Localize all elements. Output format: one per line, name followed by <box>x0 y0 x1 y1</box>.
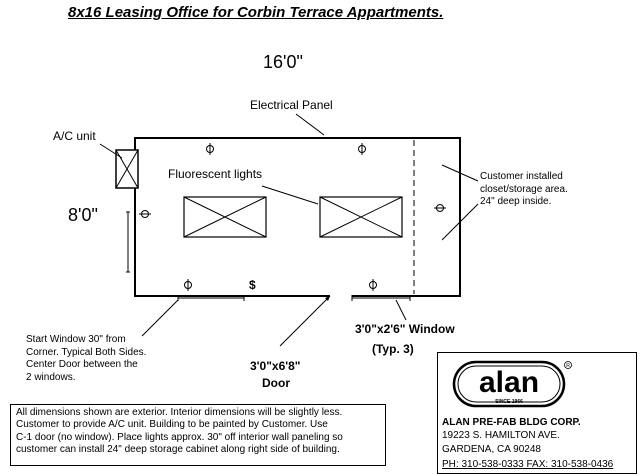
fluorescent-light-right <box>319 196 403 238</box>
general-notes-box: All dimensions shown are exterior. Inter… <box>10 404 386 466</box>
closet-note-line: 24" deep inside. <box>480 196 552 207</box>
company-address-1: 19223 S. HAMILTON AVE. <box>442 430 560 441</box>
door-leader-arrow <box>325 296 330 301</box>
registered-mark-letter: R <box>566 363 570 369</box>
logo-graphic: alan SINCE 1966 R <box>452 360 572 408</box>
page-title: 8x16 Leasing Office for Corbin Terrace A… <box>68 4 444 21</box>
logo-since: SINCE 1966 <box>495 399 523 405</box>
ac-unit-symbol <box>115 149 139 189</box>
registered-mark-icon <box>564 361 572 369</box>
lights-leader-line <box>261 185 319 205</box>
window-size-label: 3'0"x2'6" Window <box>355 322 455 336</box>
electrical-panel-leader <box>295 113 325 136</box>
ac-leader-line <box>99 143 123 159</box>
general-note-line: customer can install 24" deep storage ca… <box>16 444 340 456</box>
outlet-icon <box>206 143 214 155</box>
logo-text: alan <box>479 366 539 399</box>
door-size-label: 3'0"x6'8" <box>250 359 301 373</box>
company-address-2: GARDENA, CA 90248 <box>442 444 541 455</box>
closet-note-line: Customer installed <box>480 171 563 182</box>
fluorescent-light-left <box>183 196 267 238</box>
window-placement-note: Start Window 30" from Corner. Typical Bo… <box>26 334 146 384</box>
general-note-line: Customer to provide A/C unit. Building t… <box>16 419 328 431</box>
window-note-line: Center Door between the <box>26 359 138 370</box>
window-typical-label: (Typ. 3) <box>372 342 414 356</box>
closet-leader-line <box>441 203 479 241</box>
door-leader-line <box>279 295 331 347</box>
company-title-block: alan SINCE 1966 R ALAN PRE-FAB BLDG CORP… <box>437 352 637 474</box>
width-dimension: 16'0" <box>263 52 303 72</box>
window-size-leader <box>395 299 407 321</box>
window-note-line: Start Window 30" from <box>26 334 126 345</box>
door-label: Door <box>262 376 290 390</box>
ac-unit-cross <box>115 149 139 189</box>
company-phone: PH: 310-538-0333 FAX: 310-538-0436 <box>442 459 614 470</box>
outlet-icon <box>358 143 366 155</box>
company-logo: alan SINCE 1966 R <box>442 359 632 411</box>
outlet-icon <box>434 204 446 212</box>
closet-leader-line <box>441 164 479 182</box>
window-note-line: Corner. Typical Both Sides. <box>26 346 147 358</box>
general-note-line: C-1 door (no window). Place lights appro… <box>16 431 343 443</box>
logo-outline <box>452 360 566 408</box>
electrical-panel-label: Electrical Panel <box>250 98 333 112</box>
general-note-line: All dimensions shown are exterior. Inter… <box>16 407 343 418</box>
closet-note: Customer installed closet/storage area. … <box>480 171 568 209</box>
fluorescent-lights-label: Fluorescent lights <box>168 167 263 181</box>
outlet-icon <box>184 279 192 291</box>
ac-unit-cross <box>115 149 139 189</box>
depth-dimension: 8'0" <box>68 205 98 225</box>
closet-note-line: closet/storage area. <box>480 183 568 195</box>
window-note-line: 2 windows. <box>26 371 76 383</box>
window-note-leader <box>141 299 179 337</box>
company-name: ALAN PRE-FAB BLDG CORP. <box>442 417 581 428</box>
logo-inner-outline <box>457 365 561 403</box>
outlet-icon <box>139 210 151 218</box>
ac-unit-label: A/C unit <box>53 129 96 143</box>
outlet-icon <box>369 279 377 291</box>
building-outline <box>134 137 461 297</box>
switch-symbol: $ <box>249 278 256 292</box>
